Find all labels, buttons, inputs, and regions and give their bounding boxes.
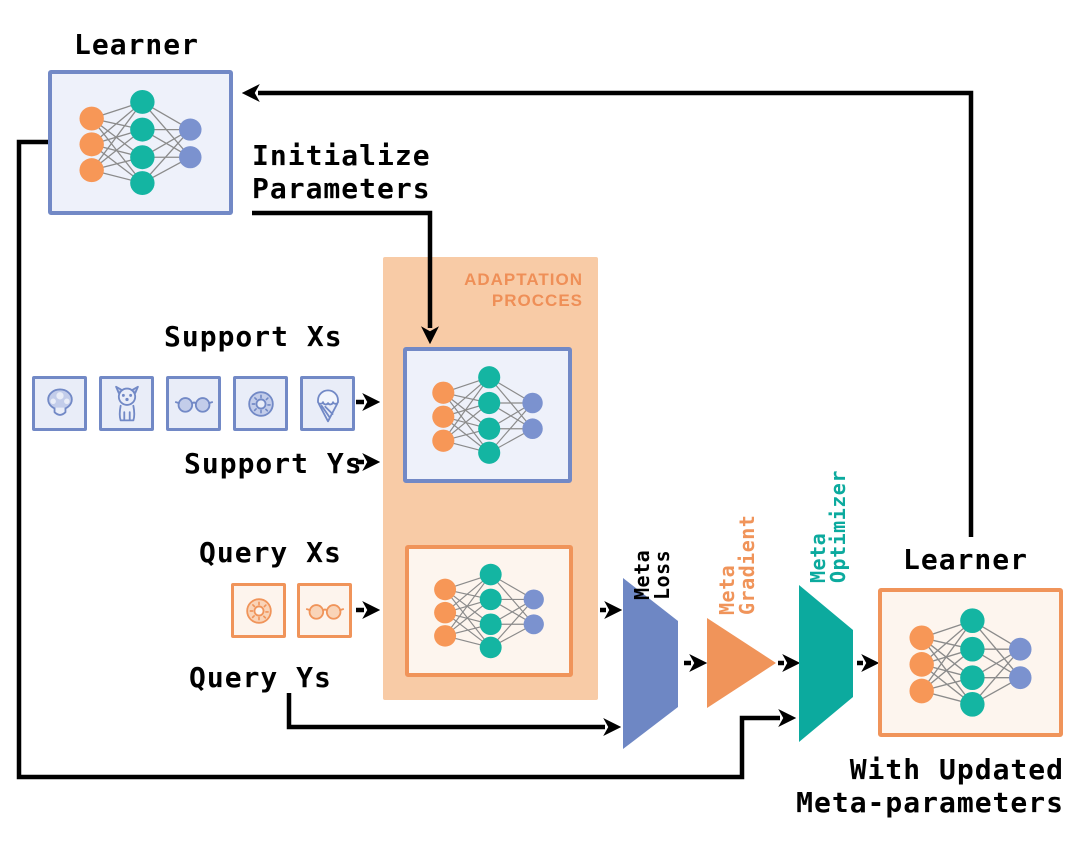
support-example-mushroom — [32, 376, 87, 431]
support-xs-label: Support Xs — [164, 320, 343, 353]
donut-icon — [245, 597, 272, 624]
learner-right-label: Learner — [903, 543, 1029, 576]
support-example-dog — [99, 376, 154, 431]
query-example-donut — [231, 583, 286, 638]
support-example-icecream — [300, 376, 355, 431]
donut-icon — [247, 390, 274, 417]
adaptation-label-line2: PROCCES — [491, 291, 583, 310]
query-network-box — [405, 545, 573, 677]
learner-top-box — [48, 70, 233, 215]
adaptation-label-line1: ADAPTATION — [464, 270, 583, 289]
query-network — [413, 553, 565, 669]
support-network — [411, 355, 564, 475]
query-ys-label: Query Ys — [189, 661, 332, 694]
learner-top-network — [56, 78, 225, 207]
support-example-sunglasses — [166, 376, 221, 431]
query-xs-label: Query Xs — [199, 536, 342, 569]
support-network-box — [403, 347, 572, 483]
sunglasses-icon — [305, 603, 344, 620]
ice-cream-icon — [316, 388, 339, 422]
learner-top-label: Learner — [74, 28, 200, 61]
support-example-donut — [233, 376, 288, 431]
meta-gradient-triangle — [707, 618, 776, 708]
learner-right-box — [878, 588, 1063, 737]
meta-loss-funnel — [623, 578, 678, 749]
mushroom-icon — [46, 388, 73, 416]
meta-optimizer-funnel — [799, 585, 853, 742]
adaptation-process-label: ADAPTATION PROCCES — [464, 269, 583, 311]
query-example-sunglasses — [297, 583, 352, 638]
sunglasses-icon — [174, 396, 213, 413]
dog-icon — [114, 385, 139, 421]
support-ys-label: Support Ys — [184, 447, 363, 480]
learner-right-network — [886, 596, 1055, 729]
